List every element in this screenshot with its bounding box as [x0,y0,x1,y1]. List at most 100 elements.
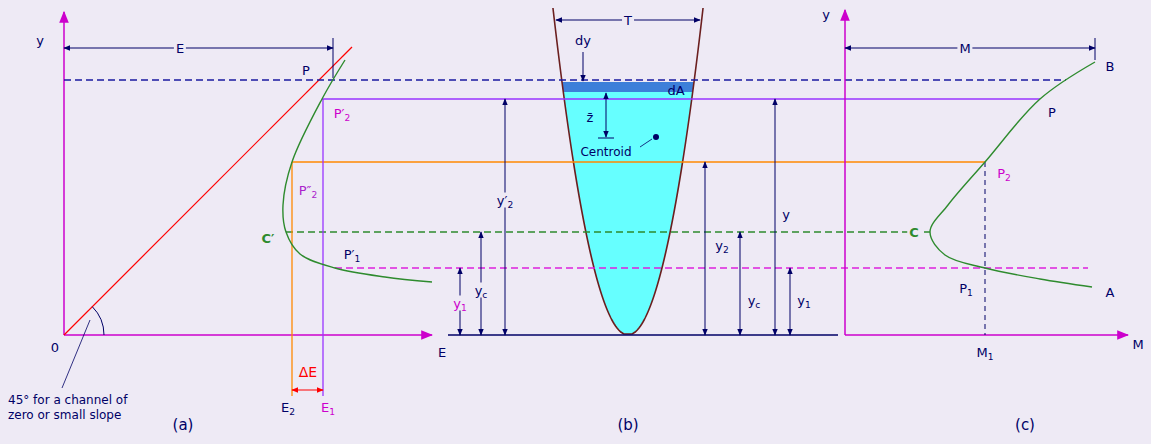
m-axis [845,334,1128,336]
subscript: 1 [967,288,973,298]
label-main: M [976,345,987,360]
label: P′1 [344,247,361,262]
label-main: P″ [299,183,312,198]
label: y [782,207,790,222]
channel-outline [553,8,703,334]
subscript: c [755,300,760,310]
label-main: y′ [497,193,508,208]
label-main: y [453,296,461,311]
subscript: 1 [355,254,361,264]
label: P [302,63,310,78]
label: E1 [321,400,335,415]
centroid-dot [653,134,659,140]
label-main: y [715,238,723,253]
label: dy [575,33,591,48]
dimension-e [64,48,333,49]
label-main: y [475,283,483,298]
channel-bed-line [448,334,838,335]
y-axis [844,10,846,335]
level-line [322,98,1040,100]
label: 0 [51,340,59,355]
leader-line [62,320,90,388]
subscript: 1 [329,407,335,417]
label-main: y [797,293,805,308]
curves [283,60,1095,287]
label: P″2 [299,183,318,198]
label: z̄ [587,110,594,125]
label-main: P [959,281,967,296]
subscript: 1 [988,352,994,362]
centroid-depth-dimension [606,93,607,137]
label: A [1106,285,1115,300]
label-main: y [748,293,756,308]
delta-e-dimension [292,390,323,391]
y-axis [63,12,65,335]
label: E [438,345,446,360]
dy-arrow [583,52,584,81]
depth-dimension [505,99,506,335]
label: yc [748,293,761,308]
leader-line [640,139,652,147]
label: y [36,33,44,48]
label: M [957,41,972,56]
label-main: P [997,166,1005,181]
depth-dimension [790,268,791,335]
label: E2 [281,400,295,415]
label-main: P′ [334,106,345,121]
level-line [64,79,1066,80]
label: yc [473,283,490,298]
level-line [335,267,1088,268]
subscript: 1 [805,300,811,310]
e1-line [322,99,323,396]
dimension-tick [1095,38,1096,60]
label: ΔE [299,365,317,380]
label: P′2 [334,106,351,121]
label-main: E [281,400,289,415]
label: (c) [1015,418,1035,433]
specific-energy-curve [283,60,432,282]
label: M [1132,337,1143,352]
45-degree-line [64,47,352,335]
label-main: P′ [344,247,355,262]
subscript: 2 [345,113,351,123]
e-axis [64,334,432,336]
subscript: 2 [311,190,317,200]
dimension-tick [333,38,334,78]
label: C [907,225,921,240]
subscript: 2 [1005,173,1011,183]
label: B [1106,59,1115,74]
label: y′2 [495,193,515,208]
depth-dimension [740,232,741,335]
label: dA [667,83,684,98]
label: M1 [976,345,993,360]
specific-force-curve [930,62,1095,287]
subscript: c [482,290,487,300]
label: C′ [262,231,275,246]
angle-arc [92,307,104,335]
label-main: E [321,400,329,415]
label: P1 [959,281,973,296]
subscript: 2 [289,407,295,417]
e2-line [291,162,292,396]
label: (b) [617,418,638,433]
m1-line [985,162,986,335]
label: y1 [797,293,811,308]
depth-dimension [705,162,706,335]
label: P [1048,105,1056,120]
label: 45° for a channel of zero or small slope [8,393,138,423]
channel-section [553,8,703,334]
critical-line [286,231,930,232]
label: P2 [997,166,1011,181]
depth-dimension [775,99,776,335]
label: y [822,7,830,22]
centroid-tick [598,138,614,139]
label: y2 [715,238,729,253]
label: E [174,41,186,56]
label: T [622,13,634,28]
subscript: 2 [507,200,513,210]
subscript: 1 [461,303,467,313]
label: (a) [173,418,194,433]
subscript: 2 [723,245,729,255]
